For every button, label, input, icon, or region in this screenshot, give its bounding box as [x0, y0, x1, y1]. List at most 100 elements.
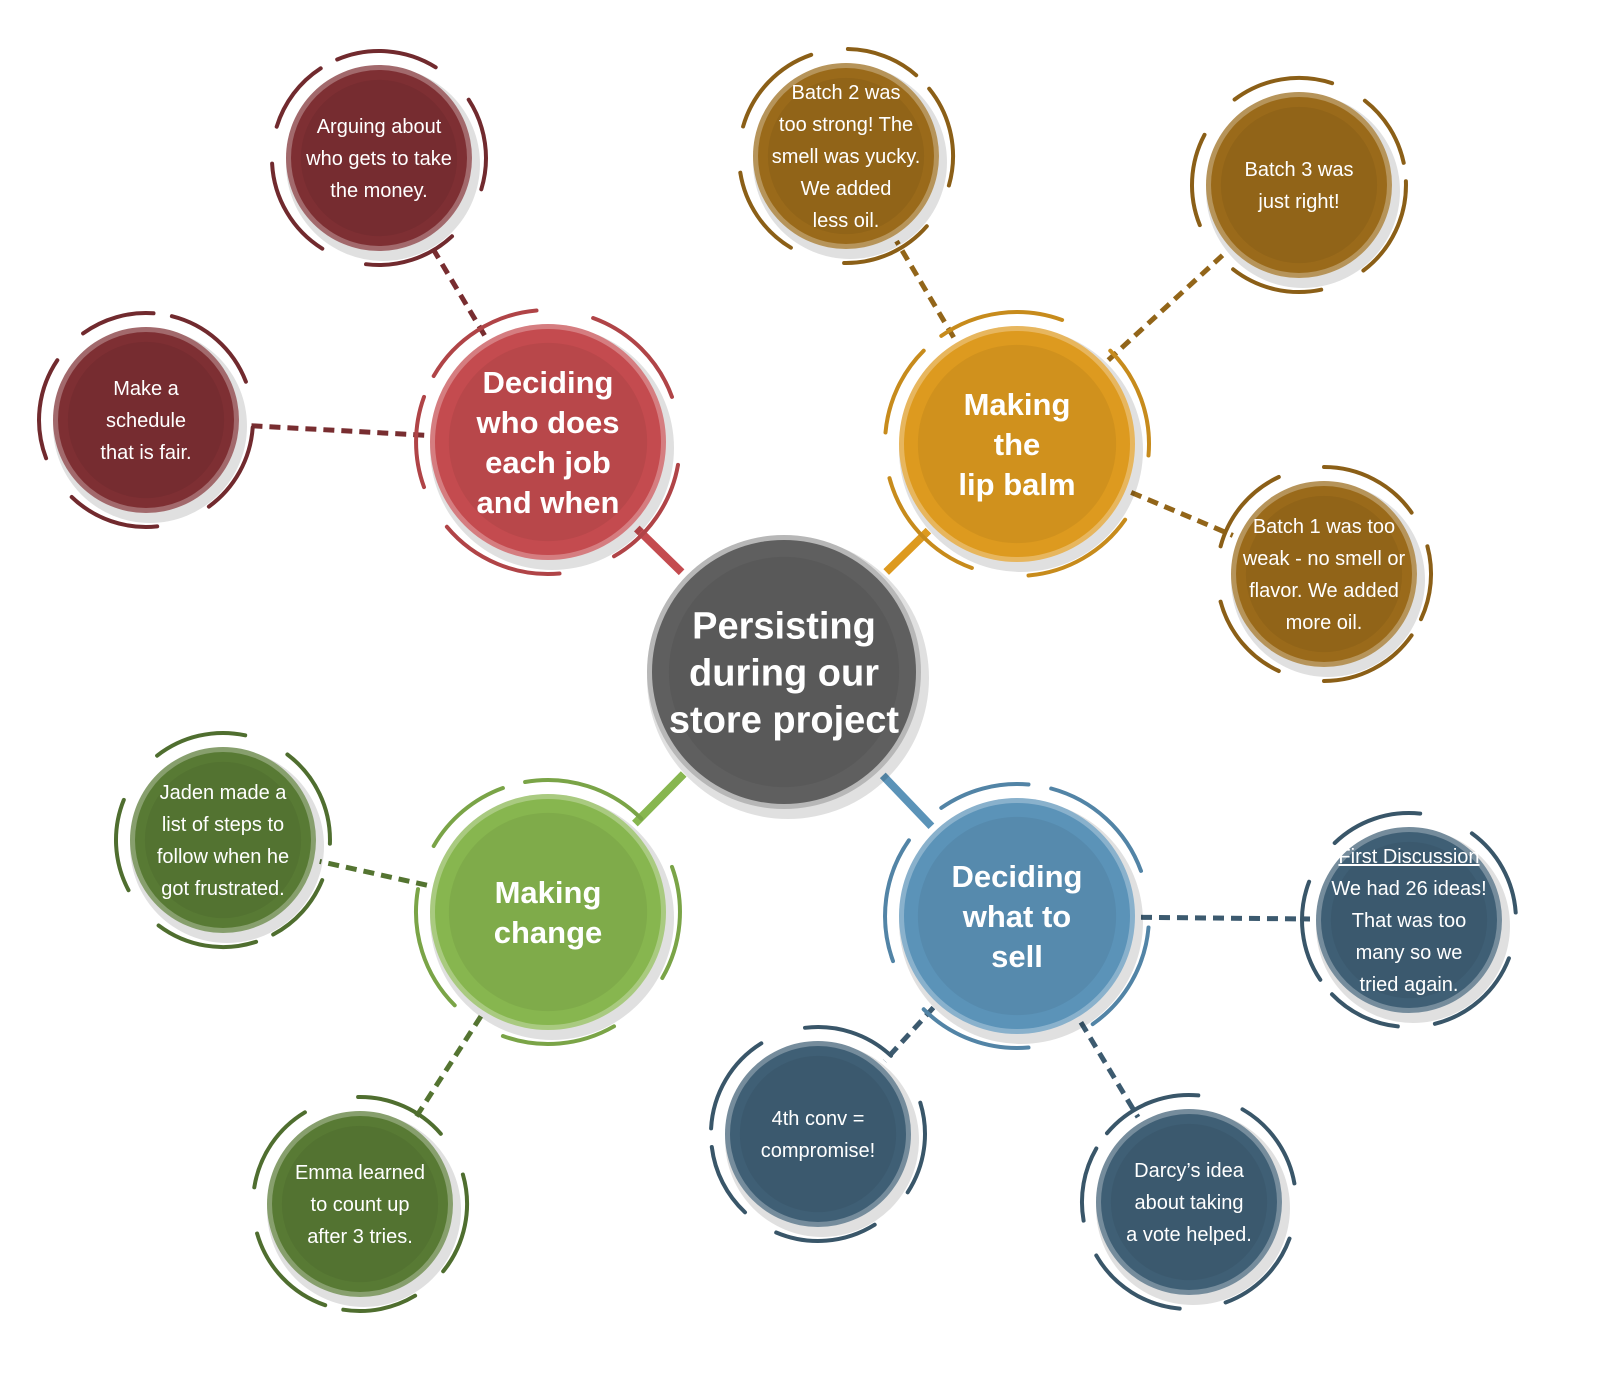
decorative-arc [887, 476, 974, 570]
decorative-arc [206, 425, 255, 509]
decorative-arc [774, 1222, 877, 1243]
decorative-arc [1362, 98, 1406, 165]
node-label-line: the [994, 427, 1041, 462]
node-label-line: that is fair. [100, 442, 191, 464]
node-inner-disc [1245, 495, 1403, 653]
node-label-line: list of steps to [162, 814, 284, 836]
decorative-arc [883, 348, 926, 435]
node-inner-disc [300, 79, 458, 237]
node-label-line: a vote helped. [1126, 1224, 1252, 1246]
connector-making-lip-balm-batch-3 [1106, 250, 1228, 362]
node-label-line: more oil. [1286, 612, 1363, 634]
node-label-line: sell [991, 939, 1043, 974]
decorative-arc [1218, 599, 1281, 673]
decorative-arc [1322, 465, 1414, 515]
node-label-line: Batch 2 was [792, 82, 901, 104]
decorative-arc [335, 49, 438, 70]
node-label-line: Deciding [483, 365, 614, 400]
decorative-arc [1332, 811, 1423, 845]
decorative-arc [444, 524, 562, 576]
decorative-arc [1231, 267, 1324, 294]
node-layer: Arguing about who gets to take the money. M… [37, 47, 1518, 1314]
node-label-line: Deciding [952, 859, 1083, 894]
connector-making-change-jaden-steps [319, 858, 428, 888]
decorative-arc [270, 161, 325, 251]
node-label-line: each job [485, 445, 611, 480]
decorative-arc [1240, 1107, 1297, 1186]
decorative-arc [37, 358, 60, 461]
decorative-arc [1330, 992, 1400, 1029]
connector-center-making-change [632, 771, 687, 827]
decorative-arc [1361, 179, 1408, 273]
node-inner-disc [917, 344, 1117, 544]
node-label-line: too strong! The [779, 114, 913, 136]
leaf-node-fourth-conv[interactable]: 4th conv =compromise! [709, 1025, 927, 1243]
decorative-arc [431, 308, 539, 378]
decorative-arc [271, 878, 325, 937]
connector-deciding-jobs-make-schedule [244, 422, 425, 438]
node-inner-disc [448, 812, 648, 1012]
decorative-arc [921, 1007, 1031, 1050]
node-label-line: the money. [330, 180, 427, 202]
decorative-arc [905, 1100, 927, 1195]
node-label-line: who gets to take [305, 148, 452, 170]
decorative-arc [1223, 1236, 1292, 1305]
connector-deciding-what-to-sell-fourth-conv [882, 1005, 936, 1063]
node-inner-disc [668, 556, 900, 788]
decorative-arc [1090, 925, 1151, 1027]
node-label-line: weak - no smell or [1242, 548, 1406, 570]
node-inner-disc [1330, 841, 1488, 999]
node-label-line: Making [964, 387, 1071, 422]
decorative-arc [1108, 348, 1151, 458]
decorative-arc [341, 1293, 418, 1314]
decorative-arc [1049, 786, 1143, 873]
decorative-arc [1026, 517, 1128, 578]
node-label-line: just right! [1257, 191, 1339, 213]
node-label-line: We had 26 ideas! [1331, 878, 1486, 900]
decorative-arc [364, 234, 454, 267]
node-label-line: to count up [311, 1194, 410, 1216]
decorative-arc [356, 1094, 443, 1136]
node-label-line: follow when he [157, 846, 289, 868]
leaf-node-arguing-money[interactable]: Arguing about who gets to take the money. [270, 49, 488, 267]
decorative-arc [441, 1172, 469, 1274]
leaf-node-batch-2[interactable]: Batch 2 was too strong! The smell was yuck… [738, 47, 955, 266]
decorative-arc [709, 1041, 764, 1131]
node-label-line: lip balm [958, 467, 1075, 502]
node-inner-disc [1220, 106, 1378, 264]
node-label-line: who does [476, 405, 620, 440]
decorative-arc [81, 311, 156, 336]
node-inner-disc [67, 341, 225, 499]
node-label-line: Emma learned [295, 1162, 425, 1184]
decorative-arc [156, 923, 259, 950]
decorative-arc [155, 731, 248, 758]
decorative-arc [274, 66, 323, 129]
branch-node-making-lip-balm[interactable]: Making the lip balm [883, 310, 1151, 578]
decorative-arc [252, 1110, 307, 1190]
node-label-line: Arguing about [317, 116, 442, 138]
decorative-arc [927, 86, 955, 188]
decorative-arc [660, 864, 682, 980]
decorative-arc [169, 314, 248, 384]
decorative-arc [255, 1231, 328, 1308]
decorative-arc [591, 316, 674, 399]
node-inner-disc [739, 1055, 897, 1213]
decorative-arc [500, 1024, 616, 1046]
decorative-arc [69, 495, 160, 529]
decorative-arc [1218, 475, 1281, 549]
node-inner-disc [281, 1125, 439, 1283]
decorative-arc [738, 170, 793, 250]
node-label-line: smell was yucky. [772, 146, 921, 168]
